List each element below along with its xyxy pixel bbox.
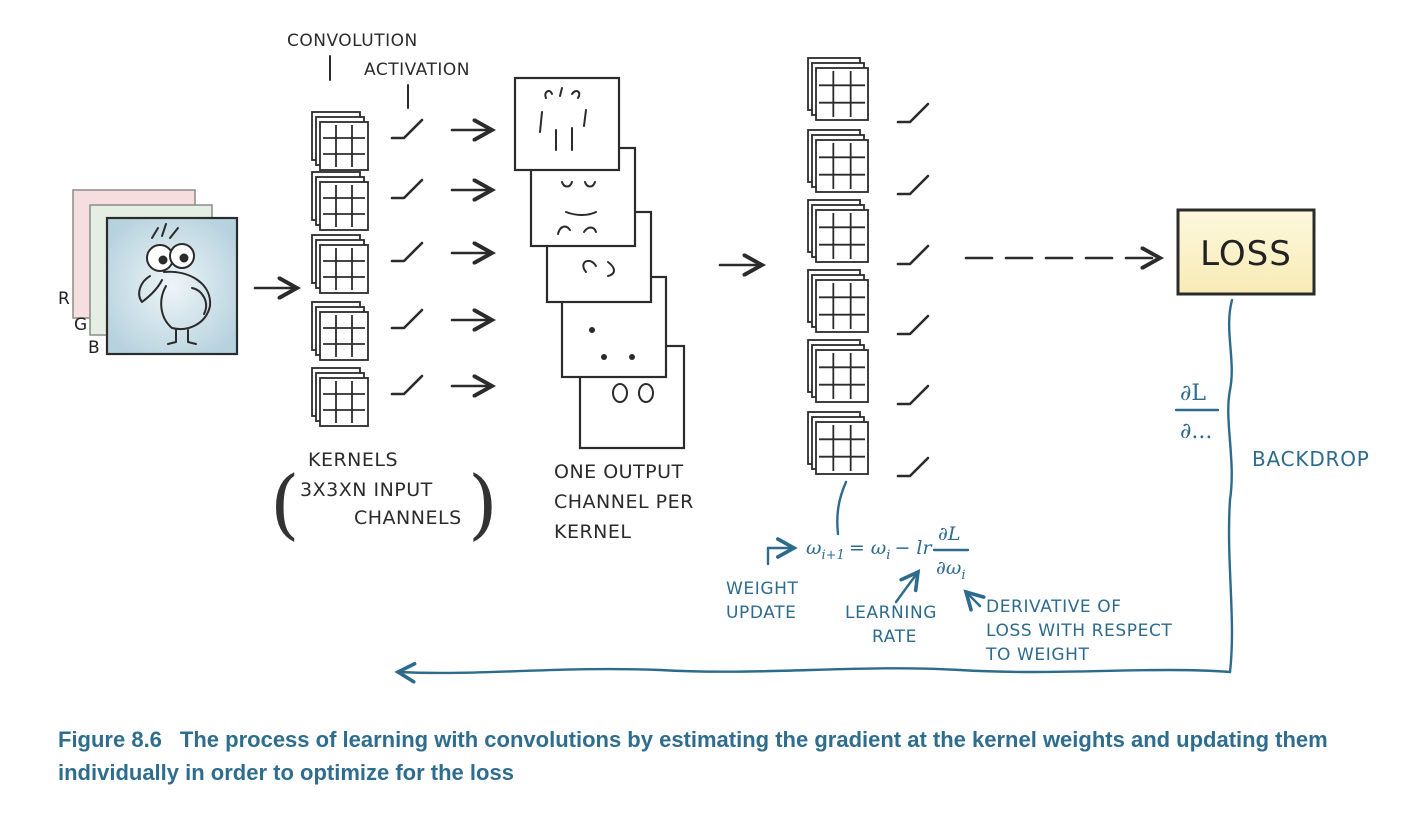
feature-maps-stack xyxy=(513,76,686,450)
feature-map-4-pattern xyxy=(589,327,635,360)
channel-b-layer xyxy=(105,216,239,356)
layer2-kernel-stack-2 xyxy=(807,129,869,193)
kernels-column xyxy=(311,111,492,427)
loss-box: LOSS xyxy=(1176,208,1316,296)
kernels-paren-open: ( xyxy=(270,459,300,548)
formula-rhs-sub: i xyxy=(886,548,890,563)
formula-rhs: = ω xyxy=(849,537,886,559)
caption-text: The process of learning with convolution… xyxy=(58,727,1328,785)
derivative-label-line2: LOSS WITH RESPECT xyxy=(986,621,1172,641)
output-label-line3: KERNEL xyxy=(554,521,631,543)
layer2-kernel-stack-3 xyxy=(807,199,869,263)
activation-icon-2 xyxy=(390,178,424,200)
formula-lr: − lr xyxy=(894,537,933,559)
feature-map-1 xyxy=(513,76,621,172)
loss-label: LOSS xyxy=(1200,234,1292,274)
gradient-denominator: ∂... xyxy=(1180,419,1212,444)
kernel-stack-2 xyxy=(311,171,369,231)
svg-text:ωi+1= ωi− lr: ωi+1 = ωi − lr xyxy=(806,537,933,563)
backprop-vertical-line xyxy=(1227,298,1234,674)
output-label-line1: ONE OUTPUT xyxy=(554,461,684,483)
layer2-kernel-stack-5 xyxy=(807,339,869,403)
channel-b-label: B xyxy=(88,338,100,358)
weight-update-label-line1: WEIGHT xyxy=(726,579,799,599)
kernel-stack-4 xyxy=(311,301,369,361)
backdrop-label: BACKDROP xyxy=(1252,447,1370,471)
weight-update-label-line2: UPDATE xyxy=(726,603,797,623)
learning-rate-label-line2: RATE xyxy=(872,627,917,647)
learning-rate-label-line1: LEARNING xyxy=(845,603,937,623)
gradient-numerator: ∂L xyxy=(1180,381,1206,406)
kernels-detail-line2: CHANNELS xyxy=(354,507,462,529)
activation-icon-5 xyxy=(390,374,424,396)
backprop-horizontal-arrow xyxy=(398,668,1232,673)
feature-map-1-pattern xyxy=(539,87,587,151)
formula-lhs: ω xyxy=(806,537,822,559)
feature-map-5-pattern xyxy=(612,383,654,403)
second-layer-kernels xyxy=(807,57,930,478)
svg-text:∂ωi: ∂ωi xyxy=(936,557,966,583)
activation-icon-1 xyxy=(390,118,424,140)
layer2-activation-icon-5 xyxy=(896,384,930,406)
convolution-label: CONVOLUTION xyxy=(287,31,418,51)
gradient-fraction: ∂L ∂... xyxy=(1174,381,1220,444)
layer2-activation-icon-1 xyxy=(896,102,930,124)
output-label-line2: CHANNEL PER xyxy=(554,491,694,513)
derivative-label-line3: TO WEIGHT xyxy=(985,645,1089,665)
derivative-label-line1: DERIVATIVE OF xyxy=(986,597,1122,617)
formula-pointer-curve xyxy=(836,480,848,536)
input-image-stack: R G B xyxy=(58,189,239,358)
layer2-kernel-stack-6 xyxy=(807,411,869,475)
kernels-detail-line1: 3X3XN INPUT xyxy=(300,479,433,501)
channel-g-label: G xyxy=(74,315,87,335)
formula-denominator-sub: i xyxy=(961,568,965,583)
kernel-stack-1 xyxy=(311,111,369,171)
feature-map-2-pattern xyxy=(557,181,597,235)
formula-denominator: ∂ω xyxy=(936,557,961,579)
layer2-kernel-stack-1 xyxy=(807,57,869,121)
kernels-label: KERNELS xyxy=(308,449,398,471)
kernel-stack-3 xyxy=(311,234,369,294)
formula-numerator: ∂L xyxy=(938,523,960,545)
weight-update-formula: ωi+1= ωi− lr ∂L ∂ωi xyxy=(766,523,970,583)
figure-number: Figure 8.6 xyxy=(58,727,162,752)
kernels-paren-close: ) xyxy=(468,459,498,548)
formula-lhs-sub: i+1 xyxy=(822,548,845,563)
channel-r-label: R xyxy=(58,289,70,309)
derivative-arrow xyxy=(966,592,980,606)
activation-label: ACTIVATION xyxy=(364,60,470,80)
convolution-learning-diagram: R G B CONVOLUTION ACTIVATION xyxy=(58,31,1370,700)
layer2-kernel-stack-4 xyxy=(807,269,869,333)
layer2-activation-icon-6 xyxy=(896,456,930,478)
feature-map-3-pattern xyxy=(582,259,615,277)
kernel-stack-5 xyxy=(311,367,369,427)
layer2-activation-icon-4 xyxy=(896,314,930,336)
layer2-activation-icon-3 xyxy=(896,244,930,266)
activation-icon-4 xyxy=(390,308,424,330)
bird-icon xyxy=(138,223,212,345)
layer2-activation-icon-2 xyxy=(896,174,930,196)
learning-rate-arrow xyxy=(894,572,918,604)
activation-icon-3 xyxy=(390,241,424,263)
